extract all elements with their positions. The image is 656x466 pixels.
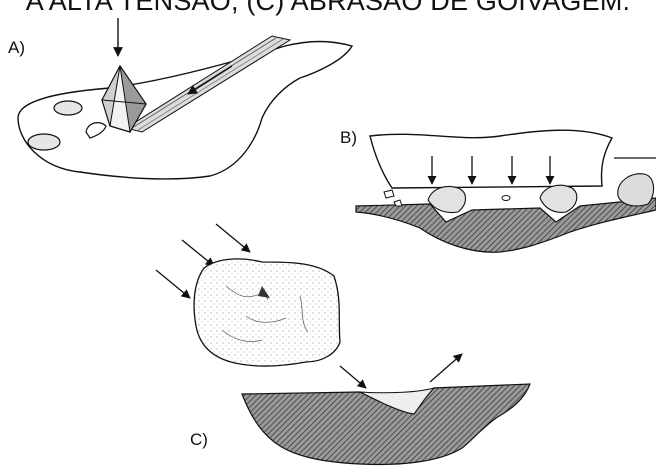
pressing-block xyxy=(370,130,612,188)
impact-arrow xyxy=(182,240,214,266)
clast xyxy=(618,174,654,206)
rock-block xyxy=(194,259,340,366)
pebble xyxy=(28,134,60,150)
clast xyxy=(540,185,577,212)
motion-arrow xyxy=(340,366,366,388)
impact-arrow xyxy=(156,270,190,298)
panel-b-drawing xyxy=(356,130,656,252)
rebound-arrow xyxy=(430,354,462,382)
panel-c-drawing xyxy=(156,224,530,464)
debris xyxy=(394,200,402,206)
impact-arrow xyxy=(216,224,250,252)
debris xyxy=(384,190,394,198)
pebble xyxy=(54,101,82,115)
debris xyxy=(502,196,510,201)
panel-a-drawing xyxy=(18,18,352,179)
